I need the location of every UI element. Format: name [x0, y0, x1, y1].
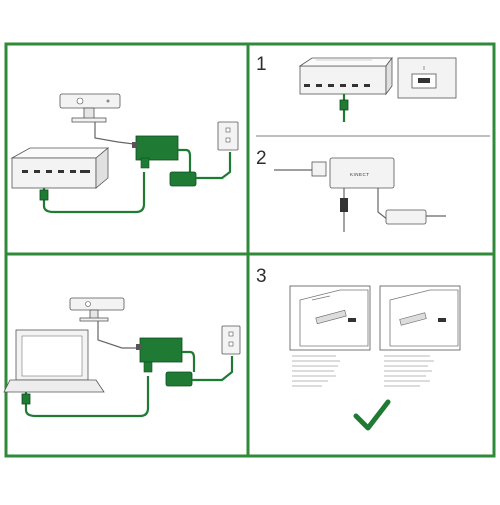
hub-power-cable [178, 148, 192, 174]
kinect-sensor-icon [59, 93, 121, 123]
hub-label: KINECT [350, 172, 370, 177]
caption-lines-right [384, 355, 434, 387]
step-3-illustration [289, 285, 461, 431]
usb-cable [42, 172, 146, 214]
outlet-cable [196, 152, 232, 180]
checkmark-icon [353, 399, 391, 431]
power-adapter-icon [169, 171, 197, 187]
console-icon [10, 147, 110, 189]
adapter-hub-icon [132, 135, 179, 169]
pc-power-outlet-icon [221, 325, 241, 355]
pc-usb-connector-icon [21, 393, 31, 405]
power-brick-outline [385, 209, 427, 225]
caption-lines-left [292, 355, 340, 387]
pc-power-adapter-icon [165, 371, 193, 387]
power-outlet-icon [217, 121, 239, 151]
kinect-cable [94, 122, 135, 145]
port-zoom-box [397, 57, 457, 99]
panel-console-setup [10, 93, 239, 214]
usb-connector-icon [39, 189, 49, 201]
step-2-number: 2 [256, 148, 267, 169]
step-1-number: 1 [256, 54, 267, 75]
kinect-sensor-pc-icon [69, 297, 125, 322]
pc-adapter-hub-icon [139, 337, 183, 363]
step-1-illustration [298, 56, 457, 122]
laptop-icon [3, 329, 105, 393]
outer-frame [4, 42, 496, 458]
usb-plug-icon [339, 99, 349, 111]
pc-usb-cable [24, 376, 150, 418]
step-2-illustration: KINECT [274, 157, 446, 232]
kinect-pc-cable [97, 321, 138, 349]
step-3-number: 3 [256, 266, 267, 287]
adapter-hub-outline [329, 157, 395, 189]
panel-pc-setup [3, 297, 241, 418]
photo-right [379, 285, 461, 351]
